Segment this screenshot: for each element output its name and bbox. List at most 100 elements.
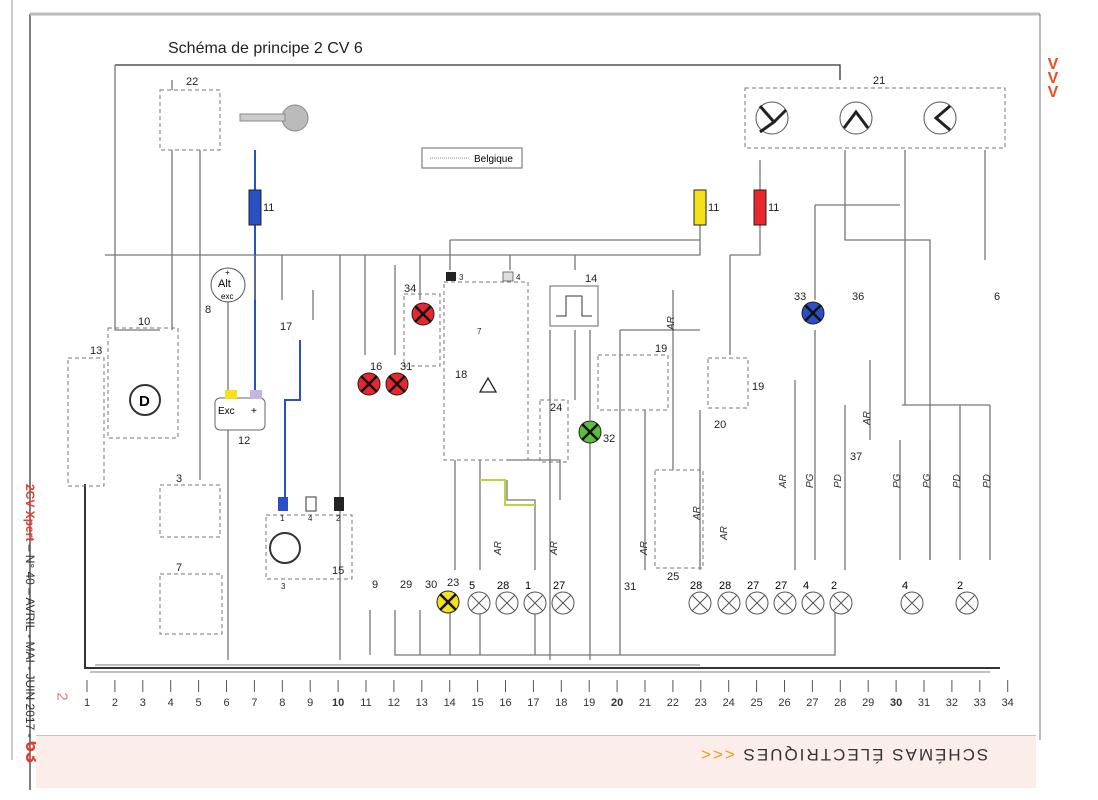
label-11-blue: 11: [263, 202, 274, 214]
label-16: 16: [370, 361, 382, 373]
ruler-label: 17: [527, 697, 539, 709]
wire-code: PG: [922, 473, 933, 488]
ruler-label: 27: [806, 697, 818, 709]
wire-code: AR: [493, 541, 504, 556]
ruler-label: 12: [388, 697, 400, 709]
ruler-label: 9: [307, 697, 313, 709]
label-34: 34: [404, 283, 416, 295]
ruler-label: 24: [723, 697, 735, 709]
label-21: 21: [873, 75, 885, 87]
diagram-title: Schéma de principe 2 CV 6: [168, 40, 363, 57]
ruler-label: 7: [251, 697, 257, 709]
issue-info: – N° 40 – AVRIL - MAI - JUIN 2017 -: [23, 541, 37, 741]
wire-code: AR: [778, 474, 789, 489]
lamp: 28: [688, 580, 712, 615]
nav-arrows: VVV: [1047, 56, 1059, 101]
label-12: 12: [238, 435, 250, 447]
lamp-label: 28: [497, 580, 509, 592]
ruler-label: 25: [750, 697, 762, 709]
ruler-label: 10: [332, 697, 344, 709]
label-24: 24: [550, 402, 562, 414]
label-37: 37: [850, 451, 862, 463]
lamp: 2: [955, 580, 979, 615]
ruler-label: 15: [471, 697, 483, 709]
label-17: 17: [280, 321, 292, 333]
label-19b: 19: [752, 381, 764, 393]
connector-1: [278, 497, 288, 511]
label-31a: 31: [400, 361, 412, 373]
lamp-label: 27: [775, 580, 787, 592]
ignition-key-icon: [239, 104, 309, 132]
ruler-label: 5: [196, 697, 202, 709]
lamp-label: 4: [902, 580, 908, 592]
lamp: 27: [551, 580, 575, 615]
label-31b: 31: [624, 581, 636, 593]
alternator-plus-label: +: [225, 268, 230, 277]
label-10: 10: [138, 316, 150, 328]
indicator-lamp: [801, 301, 825, 325]
ruler-label: 8: [279, 697, 285, 709]
dynamo-symbol: [129, 384, 161, 416]
lamp-label: 28: [690, 580, 702, 592]
wiper-motor-symbol: [269, 532, 301, 564]
lamp-label: 4: [803, 580, 809, 592]
regulator-plus-terminal: [250, 390, 262, 399]
label-33: 33: [794, 291, 806, 303]
relay-pin-4: [502, 271, 514, 282]
label-14: 14: [585, 273, 597, 285]
pulse-icon: [556, 295, 592, 317]
label-23: 23: [447, 577, 459, 589]
lamp: 4: [801, 580, 825, 615]
indicator-lamp: [357, 372, 381, 396]
footer-band: SCHÉMAS ÉLECTRIQUES <<<: [36, 736, 1036, 788]
lamp: 4: [900, 580, 924, 615]
ruler-label: 23: [695, 697, 707, 709]
lamp-label: 27: [747, 580, 759, 592]
lamp: 5: [467, 580, 491, 615]
connector-3-label: 3: [281, 582, 286, 591]
section-arrows: <<<: [698, 745, 735, 764]
wire-code: PD: [982, 474, 993, 488]
lamp: 27: [773, 580, 797, 615]
ruler-label: 2: [112, 697, 118, 709]
dynamo-label: D: [139, 393, 150, 410]
label-20: 20: [714, 419, 726, 431]
ruler-label: 6: [223, 697, 229, 709]
connector-4-label: 4: [308, 514, 313, 523]
gauge-dial: [839, 101, 873, 135]
label-11-yellow: 11: [708, 202, 719, 214]
wire-code: AR: [549, 541, 560, 556]
lamp: 28: [495, 580, 519, 615]
relay-terminal-3: 3: [459, 273, 464, 282]
regulator-box: [214, 397, 266, 431]
label-11-red: 11: [768, 202, 779, 214]
lamp-label: 2: [957, 580, 963, 592]
ruler-label: 1: [84, 697, 90, 709]
relay-terminal-7: 7: [477, 327, 482, 336]
lamp-label: 1: [525, 580, 531, 592]
label-36: 36: [852, 291, 864, 303]
label-15: 15: [332, 565, 344, 577]
ruler-label: 32: [946, 697, 958, 709]
page-side-caption: 2CV Xpert – N° 40 – AVRIL - MAI - JUIN 2…: [20, 484, 43, 763]
label-13: 13: [90, 345, 102, 357]
needle-icon: [842, 109, 870, 129]
fuses: [248, 189, 767, 226]
wire-code: AR: [719, 526, 730, 541]
regulator-plus-label: +: [251, 406, 257, 417]
wire-code: AR: [692, 506, 703, 521]
flasher-unit-14: [549, 285, 599, 327]
lamp-label: 28: [719, 580, 731, 592]
lamp-label: 27: [553, 580, 565, 592]
needle-icon: [933, 104, 951, 132]
legend-box: [421, 147, 523, 169]
label-22: 22: [186, 76, 198, 88]
ruler-label: 29: [862, 697, 874, 709]
label-6: 6: [994, 291, 1000, 303]
alternator-symbol: [210, 267, 246, 303]
label-19a: 19: [655, 343, 667, 355]
lamp-label: 5: [469, 580, 475, 592]
